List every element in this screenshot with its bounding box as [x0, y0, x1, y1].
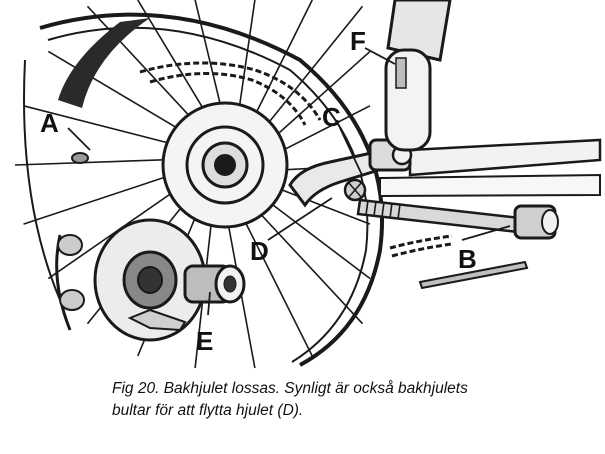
label-e: E: [196, 326, 213, 356]
drive-chain: [139, 61, 453, 258]
leader-lines: [67, 47, 511, 316]
spoke: [254, 190, 371, 280]
spoke: [23, 105, 189, 149]
fender: [58, 18, 150, 108]
caption-line-1: Fig 20. Bakhjulet lossas. Synligt är ock…: [112, 380, 468, 397]
spoke: [260, 50, 371, 150]
illustration-rear-wheel: A B C D E F: [14, 0, 602, 369]
spoke: [254, 5, 364, 140]
label-f: F: [350, 26, 366, 56]
sprocket-hub: [71, 101, 289, 229]
spoke: [23, 169, 186, 225]
axle-bolt: [356, 198, 559, 290]
spoke: [47, 50, 196, 140]
chain-adjuster: [343, 178, 367, 202]
label-a: A: [40, 108, 59, 138]
spoke: [245, 198, 364, 325]
wheel-rim: [23, 12, 385, 367]
spoke: [14, 158, 186, 166]
spoke: [235, 203, 313, 357]
brake-plate: [55, 218, 207, 342]
spoke: [246, 0, 313, 132]
label-c: C: [322, 102, 341, 132]
swing-arm: [288, 138, 602, 208]
label-d: D: [250, 236, 269, 266]
shock-absorber: [384, 0, 452, 152]
spoke: [86, 5, 205, 132]
figure-caption: Fig 20. Bakhjulet lossas. Synligt är ock…: [112, 378, 552, 422]
label-b: B: [458, 244, 477, 274]
caption-line-2: bultar för att flytta hjulet (D).: [112, 402, 304, 419]
wheel-spokes: [14, 0, 371, 369]
axle-spacer: [127, 264, 246, 332]
